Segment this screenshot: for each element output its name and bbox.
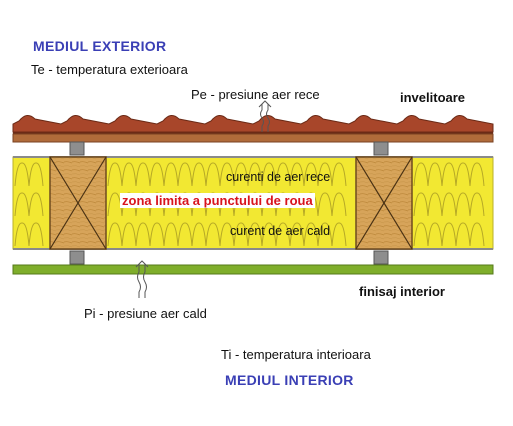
roof-tiles [12,115,494,134]
dew-point-zone-label: zona limita a punctului de roua [120,193,315,208]
lower-spacers [69,250,389,265]
interior-title: MEDIUL INTERIOR [225,372,354,388]
roof-covering-label: invelitoare [400,90,466,105]
spacer-left-bottom [69,250,85,265]
cold-air-currents-label: curenti de aer rece [226,170,331,184]
warm-air-pressure-label: Pi - presiune aer cald [84,306,207,321]
air-flow-arrow-icon [135,260,149,298]
rafter-left [49,156,107,250]
spacer-right-bottom [373,250,389,265]
interior-temperature-label: Ti - temperatura interioara [221,347,371,362]
cold-air-pressure-label: Pe - presiune aer rece [191,87,320,102]
interior-finish-label: finisaj interior [359,284,445,299]
exterior-temperature-label: Te - temperatura exterioara [31,62,188,77]
warm-air-current-label: curent de aer cald [230,224,331,238]
air-flow-arrow-icon [258,100,272,132]
batten-board [12,133,494,143]
upper-spacers [69,141,389,156]
spacer-right-top [373,141,389,156]
spacer-left-top [69,141,85,156]
interior-finish-board [12,264,494,275]
rafter-right [355,156,413,250]
exterior-title: MEDIUL EXTERIOR [33,38,167,54]
